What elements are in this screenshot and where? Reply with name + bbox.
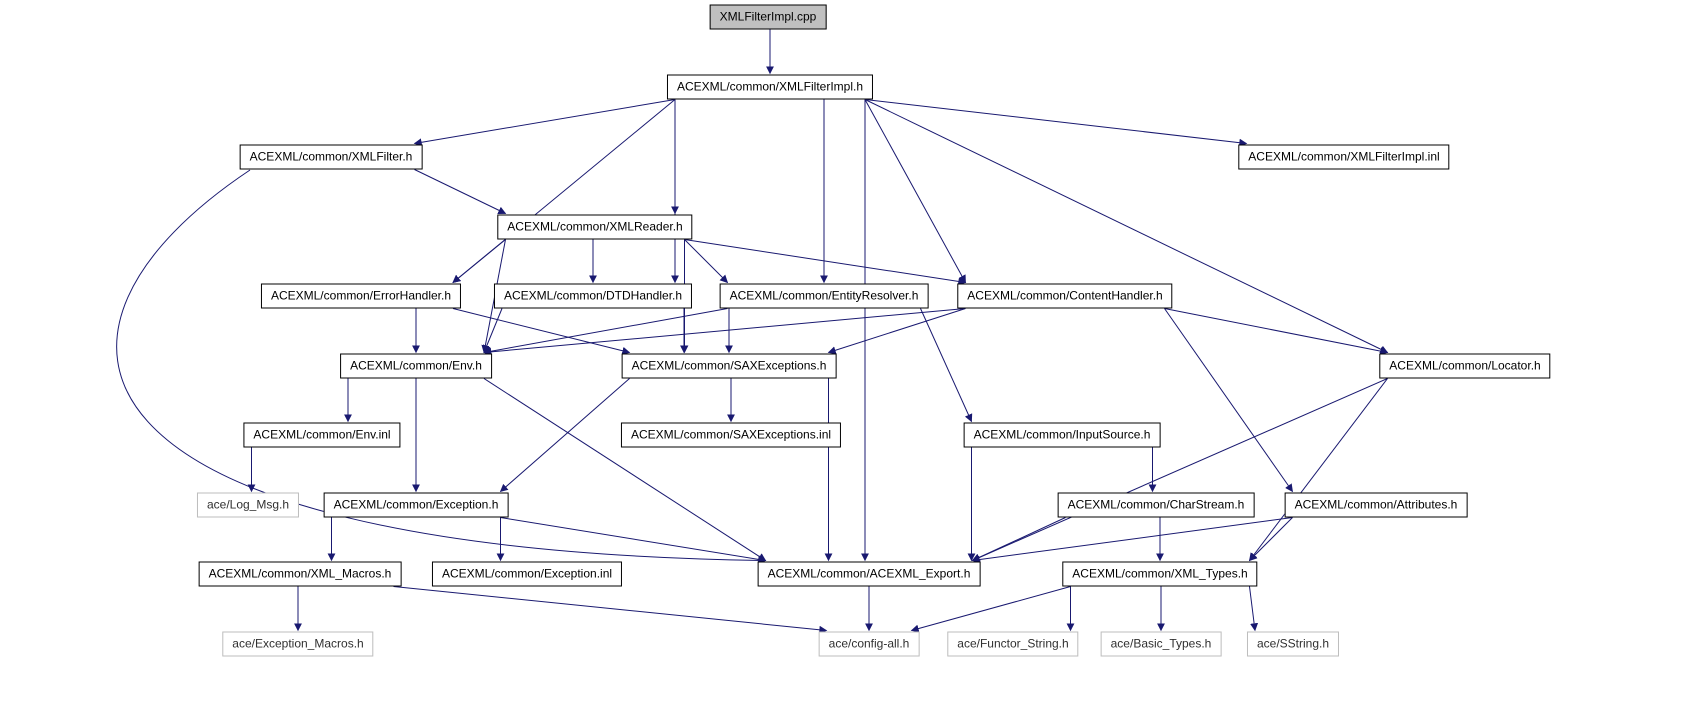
graph-node-ace-config-all-h: ace/config-all.h (818, 631, 920, 657)
graph-edge (864, 99, 966, 284)
graph-edge (684, 239, 729, 284)
graph-node-acexml-common-env-inl[interactable]: ACEXML/common/Env.inl (243, 422, 401, 448)
graph-edge (500, 517, 767, 564)
graph-node-ace-functor-string-h: ace/Functor_String.h (947, 631, 1079, 657)
graph-node-acexml-common-inputsource-h[interactable]: ACEXML/common/InputSource.h (963, 422, 1161, 448)
graph-edge (499, 378, 630, 493)
graph-edge (684, 239, 967, 286)
graph-node-acexml-common-xmlfilter-h[interactable]: ACEXML/common/XMLFilter.h (239, 144, 423, 170)
graph-edge (452, 239, 506, 284)
graph-edge (910, 586, 1071, 633)
graph-node-acexml-common-charstream-h[interactable]: ACEXML/common/CharStream.h (1057, 492, 1255, 518)
graph-node-acexml-common-contenthandler-h[interactable]: ACEXML/common/ContentHandler.h (957, 283, 1173, 309)
graph-edge (1248, 517, 1293, 562)
graph-node-acexml-common-dtdhandler-h[interactable]: ACEXML/common/DTDHandler.h (493, 283, 693, 309)
graph-node-acexml-common-saxexceptions-h[interactable]: ACEXML/common/SAXExceptions.h (621, 353, 837, 379)
graph-node-acexml-common-exception-inl[interactable]: ACEXML/common/Exception.inl (431, 561, 623, 587)
graph-edge (864, 99, 1248, 147)
graph-node-acexml-common-attributes-h[interactable]: ACEXML/common/Attributes.h (1284, 492, 1468, 518)
graph-node-ace-basic-types-h: ace/Basic_Types.h (1100, 631, 1222, 657)
graph-edge (920, 308, 973, 423)
graph-edge (116, 169, 767, 565)
graph-edge (393, 586, 828, 634)
graph-node-acexml-common-xml-types-h[interactable]: ACEXML/common/XML_Types.h (1062, 561, 1258, 587)
graph-edge (413, 99, 676, 147)
graph-node-acexml-common-acexml-export-h[interactable]: ACEXML/common/ACEXML_Export.h (757, 561, 981, 587)
graph-edge (452, 308, 631, 355)
graph-node-acexml-common-entityresolver-h[interactable]: ACEXML/common/EntityResolver.h (719, 283, 929, 309)
graph-node-acexml-common-saxexceptions-inl[interactable]: ACEXML/common/SAXExceptions.inl (620, 422, 842, 448)
graph-node-ace-log-msg-h: ace/Log_Msg.h (196, 492, 300, 518)
graph-edge (483, 378, 767, 561)
graph-edge (864, 99, 1389, 353)
graph-edge (1249, 586, 1259, 632)
graph-node-ace-exception-macros-h: ace/Exception_Macros.h (222, 631, 374, 657)
graph-edge (971, 517, 1293, 564)
graph-edge (483, 308, 728, 356)
graph-edge (827, 308, 966, 355)
graph-edge (1164, 308, 1389, 356)
graph-node-ace-sstring-h: ace/SString.h (1246, 631, 1340, 657)
graph-node-acexml-common-xmlfilterimpl-inl[interactable]: ACEXML/common/XMLFilterImpl.inl (1238, 144, 1450, 170)
graph-edge (1249, 378, 1388, 562)
graph-edge (483, 308, 966, 356)
graph-node-xmlfilterimpl-cpp: XMLFilterImpl.cpp (709, 4, 827, 30)
graph-node-acexml-common-locator-h[interactable]: ACEXML/common/Locator.h (1379, 353, 1551, 379)
graph-edge (971, 378, 1388, 562)
graph-node-acexml-common-env-h[interactable]: ACEXML/common/Env.h (340, 353, 492, 379)
graph-node-acexml-common-xmlfilterimpl-h[interactable]: ACEXML/common/XMLFilterImpl.h (666, 74, 874, 100)
graph-edge (1164, 308, 1293, 493)
graph-node-acexml-common-xml-macros-h[interactable]: ACEXML/common/XML_Macros.h (198, 561, 402, 587)
graph-edge (414, 169, 507, 214)
graph-node-acexml-common-xmlreader-h[interactable]: ACEXML/common/XMLReader.h (497, 214, 693, 240)
graph-node-acexml-common-errorhandler-h[interactable]: ACEXML/common/ErrorHandler.h (260, 283, 462, 309)
graph-edge (483, 308, 503, 354)
graph-node-acexml-common-exception-h[interactable]: ACEXML/common/Exception.h (323, 492, 509, 518)
